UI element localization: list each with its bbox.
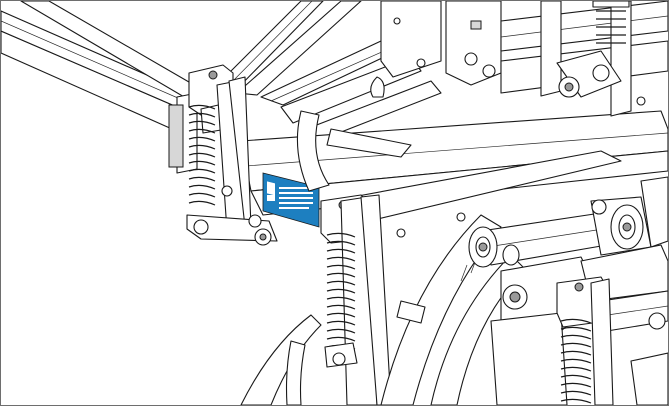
fasteners [393, 17, 646, 238]
hydraulic-cylinder [468, 176, 668, 268]
safety-decal [262, 172, 320, 228]
left-coil-spring [188, 104, 216, 206]
rear-frame-beam [1, 1, 202, 134]
left-spring-assembly [168, 64, 278, 246]
right-upper-frame [445, 1, 668, 117]
decal-text-lines [267, 187, 313, 209]
decal-panel [262, 172, 320, 228]
right-spring-assembly [556, 276, 668, 405]
right-coil-spring [560, 318, 592, 404]
right-lower-frame [490, 244, 668, 405]
tine-blade [240, 76, 412, 405]
upper-frame-members [210, 1, 442, 144]
middle-spring-assembly [320, 194, 392, 405]
middle-coil-spring [326, 232, 356, 350]
